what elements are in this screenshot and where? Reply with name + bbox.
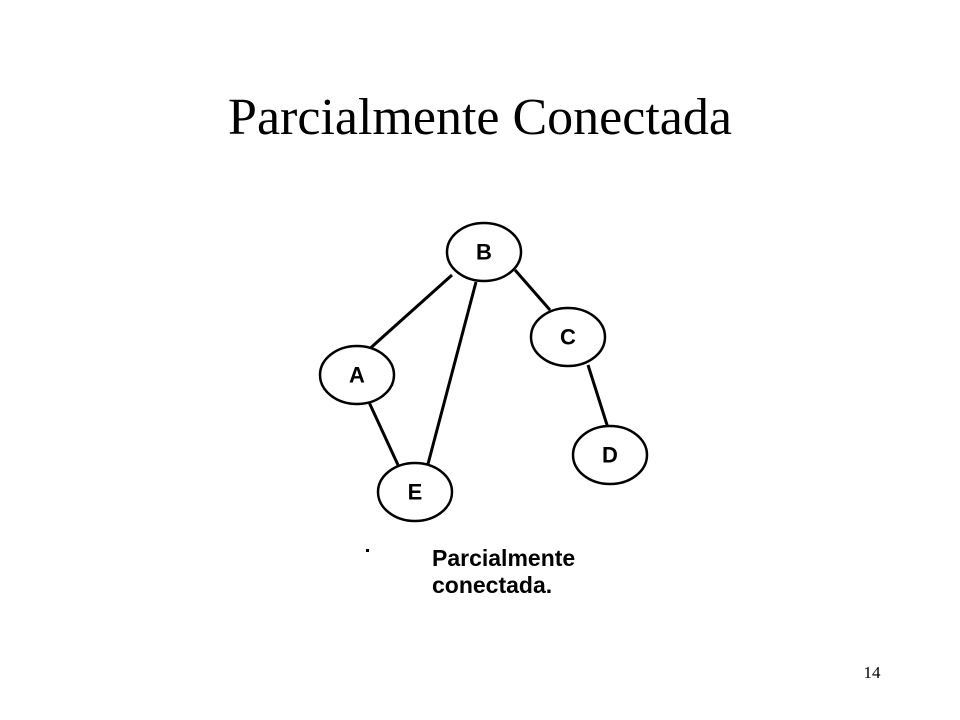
node-d-label: D [602,443,618,468]
node-b: B [445,221,523,283]
node-c: C [529,306,607,368]
caption-line-2: conectada. [432,572,553,594]
node-e-label: E [408,480,423,505]
nodes-layer: B C A D E [318,221,649,523]
node-c-circle [529,306,607,368]
node-c-label: C [560,325,576,350]
node-a: A [318,344,396,406]
diagram-caption: Parcialmente conectada. [432,545,652,594]
node-b-circle [445,221,523,283]
edge-a-e [366,399,400,466]
edge-c-d [586,364,610,429]
node-b-label: B [476,240,492,265]
node-a-label: A [349,363,365,388]
edge-b-e [426,281,478,465]
node-d: D [571,424,649,486]
page-number: 14 [863,663,881,682]
node-a-circle [318,344,396,406]
edge-b-c [513,269,552,311]
caption-line-1: Parcialmente [432,545,576,571]
stray-dot [366,549,369,552]
node-d-circle [571,424,649,486]
edges-layer [364,269,610,466]
node-e: E [376,461,454,523]
node-e-circle [376,461,454,523]
edge-b-a [364,273,454,354]
slide-title: Parcialmente Conectada [228,89,732,146]
